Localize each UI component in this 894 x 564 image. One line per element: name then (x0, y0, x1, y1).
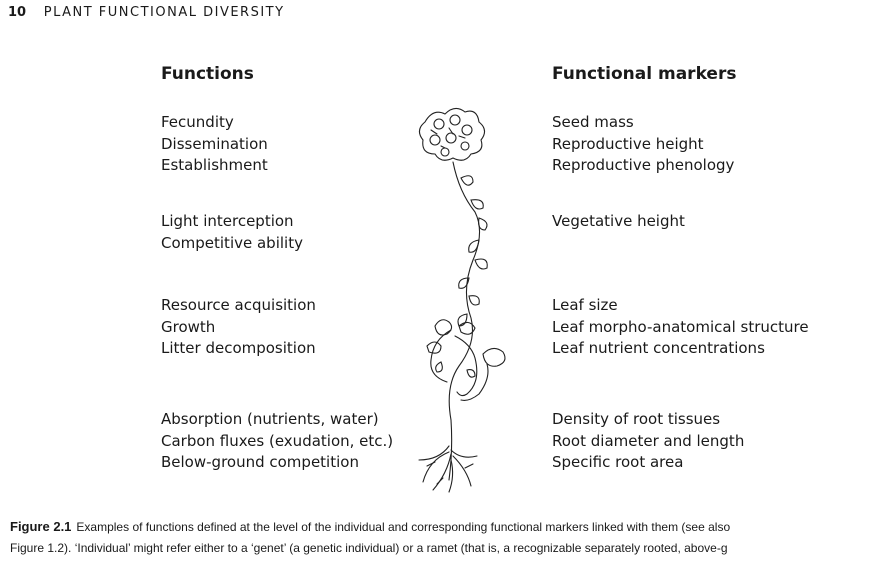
markers-group-roots: Density of root tissues Root diameter an… (552, 409, 744, 474)
figure-label: Figure 2.1 (10, 519, 72, 534)
function-item: Fecundity (161, 113, 234, 131)
functions-heading: Functions (161, 64, 254, 84)
marker-item: Reproductive phenology (552, 156, 735, 174)
running-title: PLANT FUNCTIONAL DIVERSITY (43, 5, 285, 20)
flower-head (418, 107, 486, 161)
main-stem (448, 161, 481, 481)
marker-item: Leaf size (552, 296, 618, 314)
marker-item: Density of root tissues (552, 410, 721, 428)
function-item: Litter decomposition (161, 339, 316, 357)
stem-leaves (457, 175, 488, 327)
markers-group-reproduction: Seed mass Reproductive height Reproducti… (552, 112, 734, 177)
figure-caption: Figure 2.1 Examples of functions defined … (10, 516, 894, 559)
function-item: Establishment (161, 156, 268, 174)
functions-group-roots: Absorption (nutrients, water) Carbon flu… (161, 409, 393, 474)
functional-markers-heading: Functional markers (552, 64, 737, 84)
caption-line-1: Examples of functions defined at the lev… (76, 520, 731, 534)
page-number: 10 (8, 5, 27, 20)
marker-item: Leaf morpho-anatomical structure (552, 317, 809, 336)
functions-group-reproduction: Fecundity Dissemination Establishment (161, 112, 268, 177)
function-item: Competitive ability (161, 233, 303, 252)
caption-line-2: Figure 1.2). ‘Individual’ might refer ei… (10, 541, 728, 555)
markers-group-light: Vegetative height (552, 211, 685, 233)
marker-item: Leaf nutrient concentrations (552, 339, 765, 357)
running-header: 10 PLANT FUNCTIONAL DIVERSITY (8, 5, 285, 20)
function-item: Carbon fluxes (exudation, etc.) (161, 431, 394, 450)
functions-group-light: Light interception Competitive ability (161, 211, 303, 254)
markers-group-resources: Leaf size Leaf morpho-anatomical structu… (552, 295, 809, 360)
marker-item: Seed mass (552, 113, 634, 131)
function-item: Below-ground competition (161, 453, 359, 471)
marker-item: Root diameter and length (552, 431, 745, 450)
plant-drawing-icon (418, 107, 506, 493)
function-item: Dissemination (161, 134, 268, 153)
function-item: Absorption (nutrients, water) (161, 410, 379, 428)
function-item: Growth (161, 317, 216, 336)
lower-branches (426, 319, 506, 401)
marker-item: Vegetative height (552, 212, 685, 230)
marker-item: Specific root area (552, 453, 684, 471)
function-item: Light interception (161, 212, 294, 230)
function-item: Resource acquisition (161, 296, 316, 314)
roots (418, 445, 478, 493)
marker-item: Reproductive height (552, 134, 704, 153)
functions-group-resources: Resource acquisition Growth Litter decom… (161, 295, 316, 360)
